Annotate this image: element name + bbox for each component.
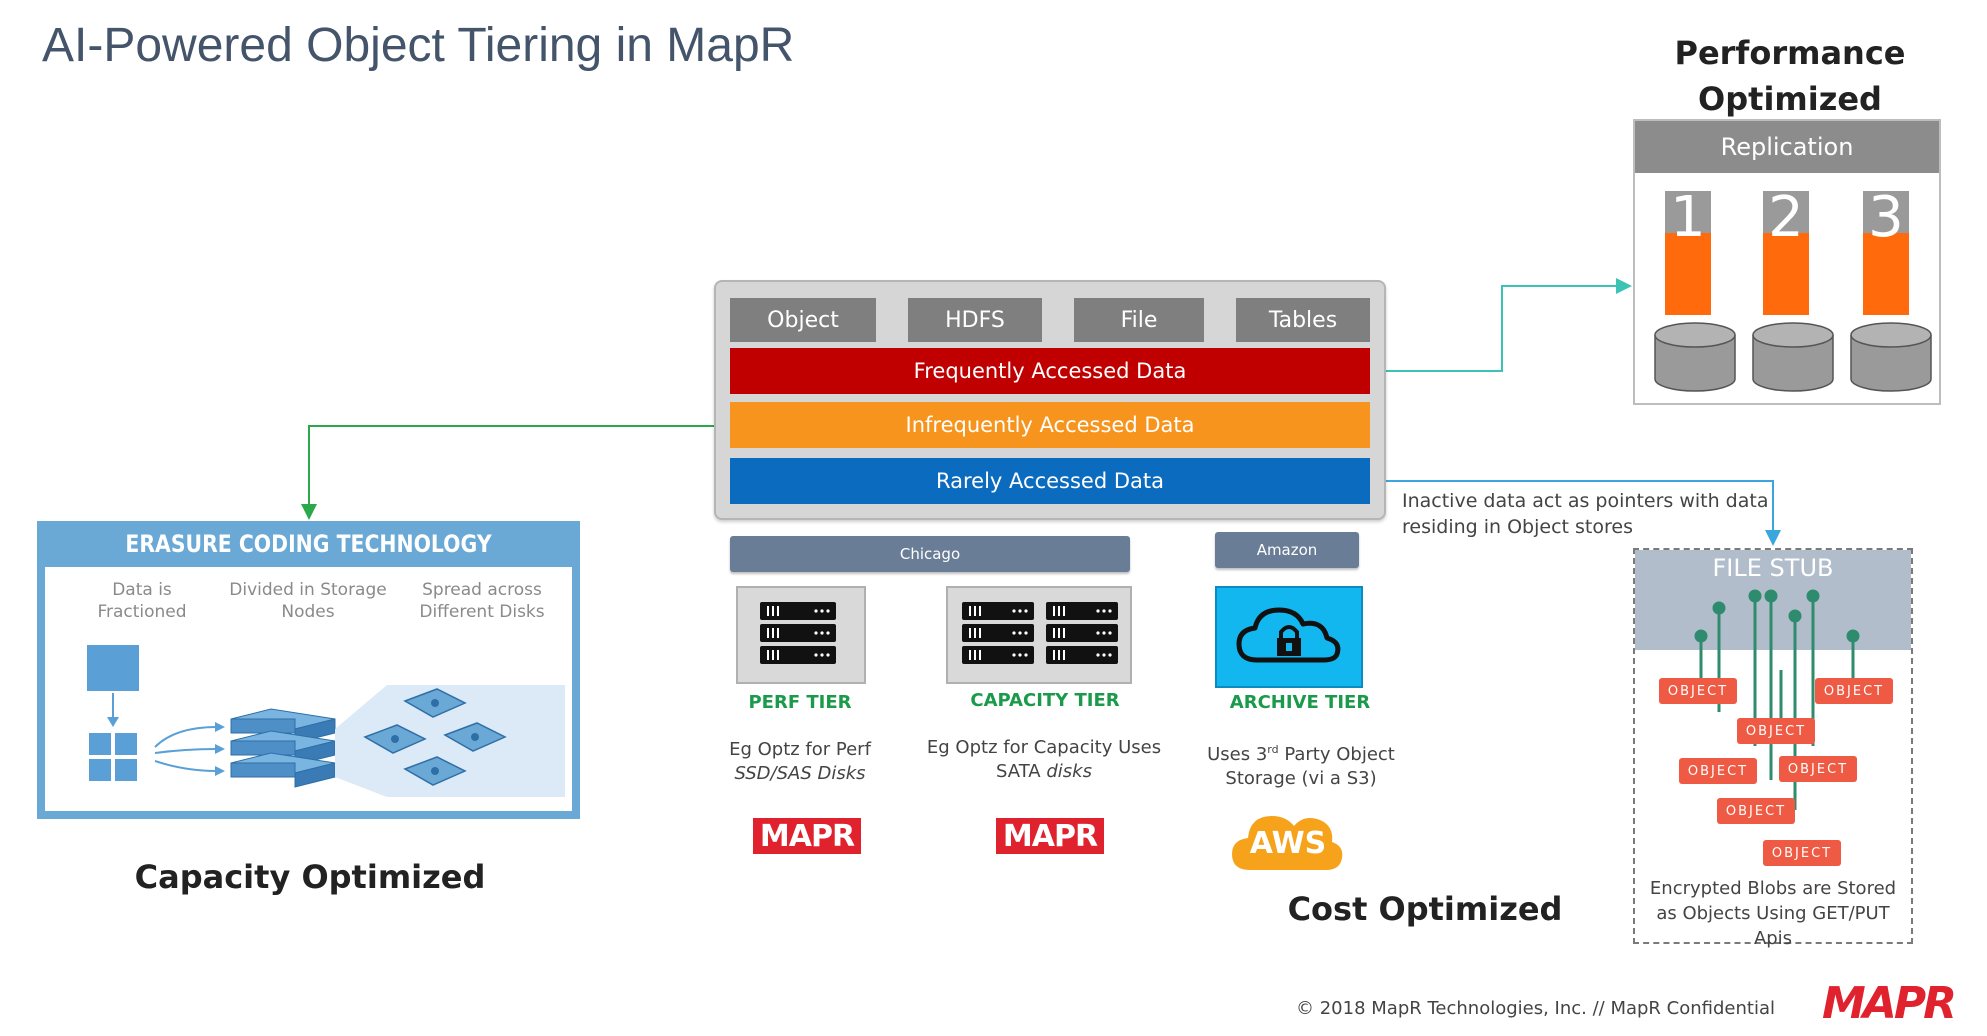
capacity-server-icon xyxy=(946,586,1132,684)
capacity-tier-desc: Eg Optz for Capacity Uses SATA disks xyxy=(926,736,1162,784)
aws-logo-text: AWS xyxy=(1249,826,1327,861)
archive-tier-desc-pre: Uses 3 xyxy=(1207,744,1268,765)
object-block: OBJECT xyxy=(1815,678,1893,704)
replica-number: 1 xyxy=(1670,185,1706,250)
perf-tier-desc: Eg Optz for Perf SSD/SAS Disks xyxy=(688,738,912,786)
object-block: OBJECT xyxy=(1717,798,1795,824)
archive-tier-name: ARCHIVE TIER xyxy=(1229,692,1371,713)
ec-step-storage-nodes: Divided in Storage Nodes xyxy=(229,580,387,622)
erasure-coding-title: ERASURE CODING TECHNOLOGY xyxy=(125,530,492,558)
erasure-coding-content: Data is Fractioned Divided in Storage No… xyxy=(45,567,572,811)
rarely-accessed-bar: Rarely Accessed Data xyxy=(730,458,1370,504)
server-rack-icon xyxy=(962,602,1118,664)
erasure-coding-illustration xyxy=(87,645,565,797)
cost-optimized-label: Cost Optimized xyxy=(1287,890,1563,928)
object-block: OBJECT xyxy=(1679,758,1757,784)
replica-number: 3 xyxy=(1868,185,1904,250)
cloud-lock-icon xyxy=(1215,586,1363,688)
mapr-footer-logo: MAPR xyxy=(1822,978,1957,1029)
arrow-to-replication xyxy=(1376,278,1632,372)
replica-copy: 2 xyxy=(1763,185,1809,315)
object-block: OBJECT xyxy=(1779,756,1857,782)
frequently-accessed-bar: Frequently Accessed Data xyxy=(730,348,1370,394)
file-stub-panel: FILE STUB OBJECT OBJECT OBJECT OBJECT OB… xyxy=(1633,548,1913,949)
tab-hdfs: HDFS xyxy=(908,298,1042,342)
replica-copy: 1 xyxy=(1665,185,1711,315)
performance-optimized-label: Performance Optimized xyxy=(1674,34,1906,118)
mapr-logo: MAPR xyxy=(753,818,861,854)
perf-tier-desc-plain: Eg Optz for Perf xyxy=(729,739,871,760)
ec-step-different-disks: Spread across Different Disks xyxy=(419,580,545,622)
replication-panel: Replication 1 2 3 xyxy=(1633,119,1941,405)
site-chicago: Chicago xyxy=(730,536,1130,572)
object-block: OBJECT xyxy=(1737,718,1815,744)
capacity-tier-desc-plain: Eg Optz for Capacity Uses SATA xyxy=(926,737,1162,782)
perf-server-icon xyxy=(736,586,866,684)
archive-tier-desc: Uses 3rd Party Object Storage (vi a S3) xyxy=(1196,738,1406,791)
replica-number: 2 xyxy=(1768,185,1804,250)
tab-object: Object xyxy=(730,298,876,342)
site-amazon: Amazon xyxy=(1215,532,1359,568)
tab-file: File xyxy=(1074,298,1204,342)
archive-tier-desc-post: Party Object Storage (vi a S3) xyxy=(1225,744,1395,789)
data-tier-panel: Object HDFS File Tables Frequently Acces… xyxy=(714,280,1386,520)
perf-tier-name: PERF TIER xyxy=(748,692,852,713)
archive-tier-desc-sup: rd xyxy=(1267,743,1279,756)
replication-title: Replication xyxy=(1635,121,1939,173)
aws-logo: AWS xyxy=(1230,804,1346,876)
mapr-logo: MAPR xyxy=(996,818,1104,854)
file-stub-title: FILE STUB xyxy=(1712,554,1834,582)
infrequently-accessed-bar: Infrequently Accessed Data xyxy=(730,402,1370,448)
disk-cylinders-icon xyxy=(1654,322,1932,392)
ec-step-fractioned: Data is Fractioned xyxy=(97,580,187,622)
tab-tables: Tables xyxy=(1236,298,1370,342)
perf-tier-desc-em: SSD/SAS Disks xyxy=(734,763,866,784)
erasure-coding-panel: ERASURE CODING TECHNOLOGY Data is Fracti… xyxy=(37,521,580,819)
capacity-tier-desc-em: disks xyxy=(1046,761,1092,782)
arrow-to-file-stub xyxy=(1384,480,1781,546)
object-block: OBJECT xyxy=(1659,678,1737,704)
footer-copyright: © 2018 MapR Technologies, Inc. // MapR C… xyxy=(1296,998,1775,1019)
page-title: AI-Powered Object Tiering in MapR xyxy=(42,19,795,72)
arrow-to-erasure xyxy=(301,425,714,520)
capacity-tier-name: CAPACITY TIER xyxy=(970,690,1120,711)
object-block: OBJECT xyxy=(1763,840,1841,866)
file-stub-caption: Encrypted Blobs are Stored as Objects Us… xyxy=(1649,878,1897,949)
inactive-data-note: Inactive data act as pointers with data … xyxy=(1402,490,1769,538)
server-rack-icon xyxy=(760,602,836,664)
capacity-optimized-label: Capacity Optimized xyxy=(134,858,486,896)
replica-copy: 3 xyxy=(1863,185,1909,315)
